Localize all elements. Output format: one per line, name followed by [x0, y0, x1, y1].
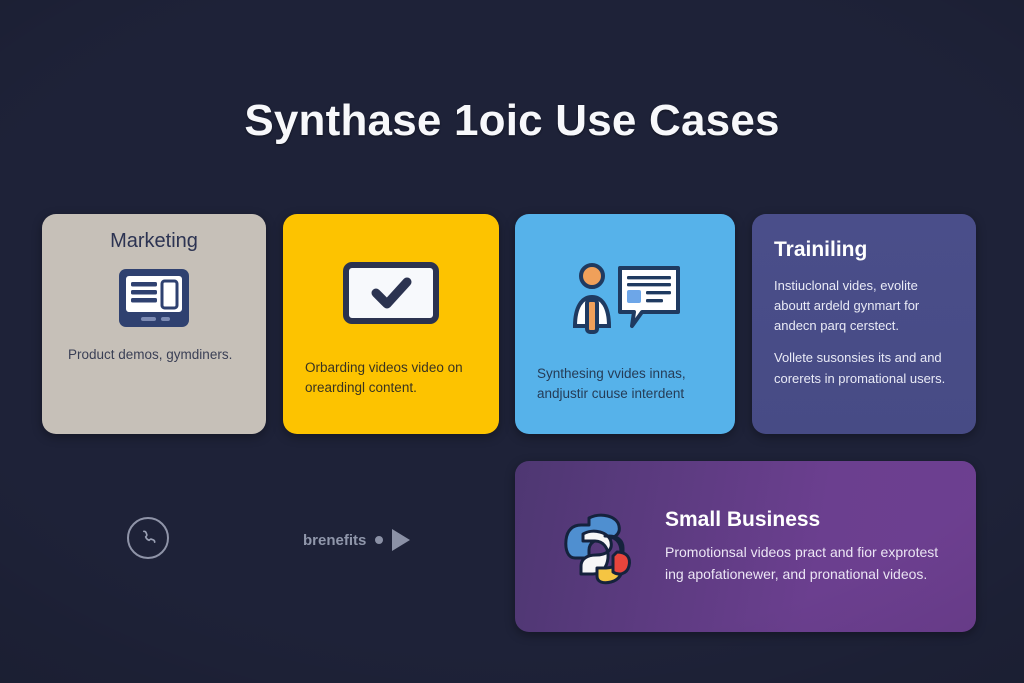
- card-training-paragraph-2: Vollete susonsies its and and corerets i…: [774, 350, 946, 386]
- presentation-screen-icon: [117, 267, 191, 329]
- card-marketing[interactable]: Marketing Product demos, gymdiners.: [42, 214, 266, 434]
- dot-icon: [375, 536, 384, 544]
- card-training-heading: Trainiling: [774, 238, 868, 261]
- python-logo-icon: [559, 508, 637, 586]
- card-synthesis[interactable]: Synthesing vvides innas, andjustir cuuse…: [515, 214, 735, 434]
- card-onboarding-inner: Orbarding videos video on oreardingl con…: [283, 214, 499, 434]
- card-synthesis-inner: Synthesing vvides innas, andjustir cuuse…: [515, 214, 735, 434]
- card-marketing-heading: Marketing: [110, 230, 198, 252]
- benefits-label: brenefits: [303, 531, 367, 549]
- card-small-business-text: Small Business Promotionsal videos pract…: [665, 508, 950, 585]
- checkmark-screen-icon: [343, 262, 439, 324]
- card-marketing-body: Product demos, gymdiners.: [68, 347, 233, 362]
- card-onboarding[interactable]: Orbarding videos video on oreardingl con…: [283, 214, 499, 434]
- card-marketing-inner: Marketing Product demos, gymdiners.: [42, 214, 266, 434]
- card-training[interactable]: Trainiling Instiuclonal vides, evolite a…: [752, 214, 976, 434]
- card-onboarding-body: Orbarding videos video on oreardingl con…: [305, 360, 463, 396]
- card-training-paragraph-1: Instiuclonal vides, evolite aboutt ardel…: [774, 278, 920, 334]
- card-small-business-inner: Small Business Promotionsal videos pract…: [515, 461, 976, 632]
- person-speech-bubble-icon: [566, 260, 684, 334]
- card-training-inner: Trainiling Instiuclonal vides, evolite a…: [752, 214, 976, 434]
- card-small-business-body: Promotionsal videos pract and fior expro…: [665, 543, 939, 582]
- benefits-cluster[interactable]: brenefits: [303, 529, 411, 551]
- card-synthesis-body: Synthesing vvides innas, andjustir cuuse…: [537, 366, 686, 402]
- card-small-business[interactable]: Small Business Promotionsal videos pract…: [515, 461, 976, 632]
- page-title: Synthase 1oic Use Cases: [244, 96, 780, 145]
- card-small-business-heading: Small Business: [665, 507, 821, 531]
- card-training-body: Instiuclonal vides, evolite aboutt ardel…: [774, 276, 956, 389]
- phone-circle-icon[interactable]: [127, 517, 169, 559]
- play-arrow-icon[interactable]: [392, 529, 411, 551]
